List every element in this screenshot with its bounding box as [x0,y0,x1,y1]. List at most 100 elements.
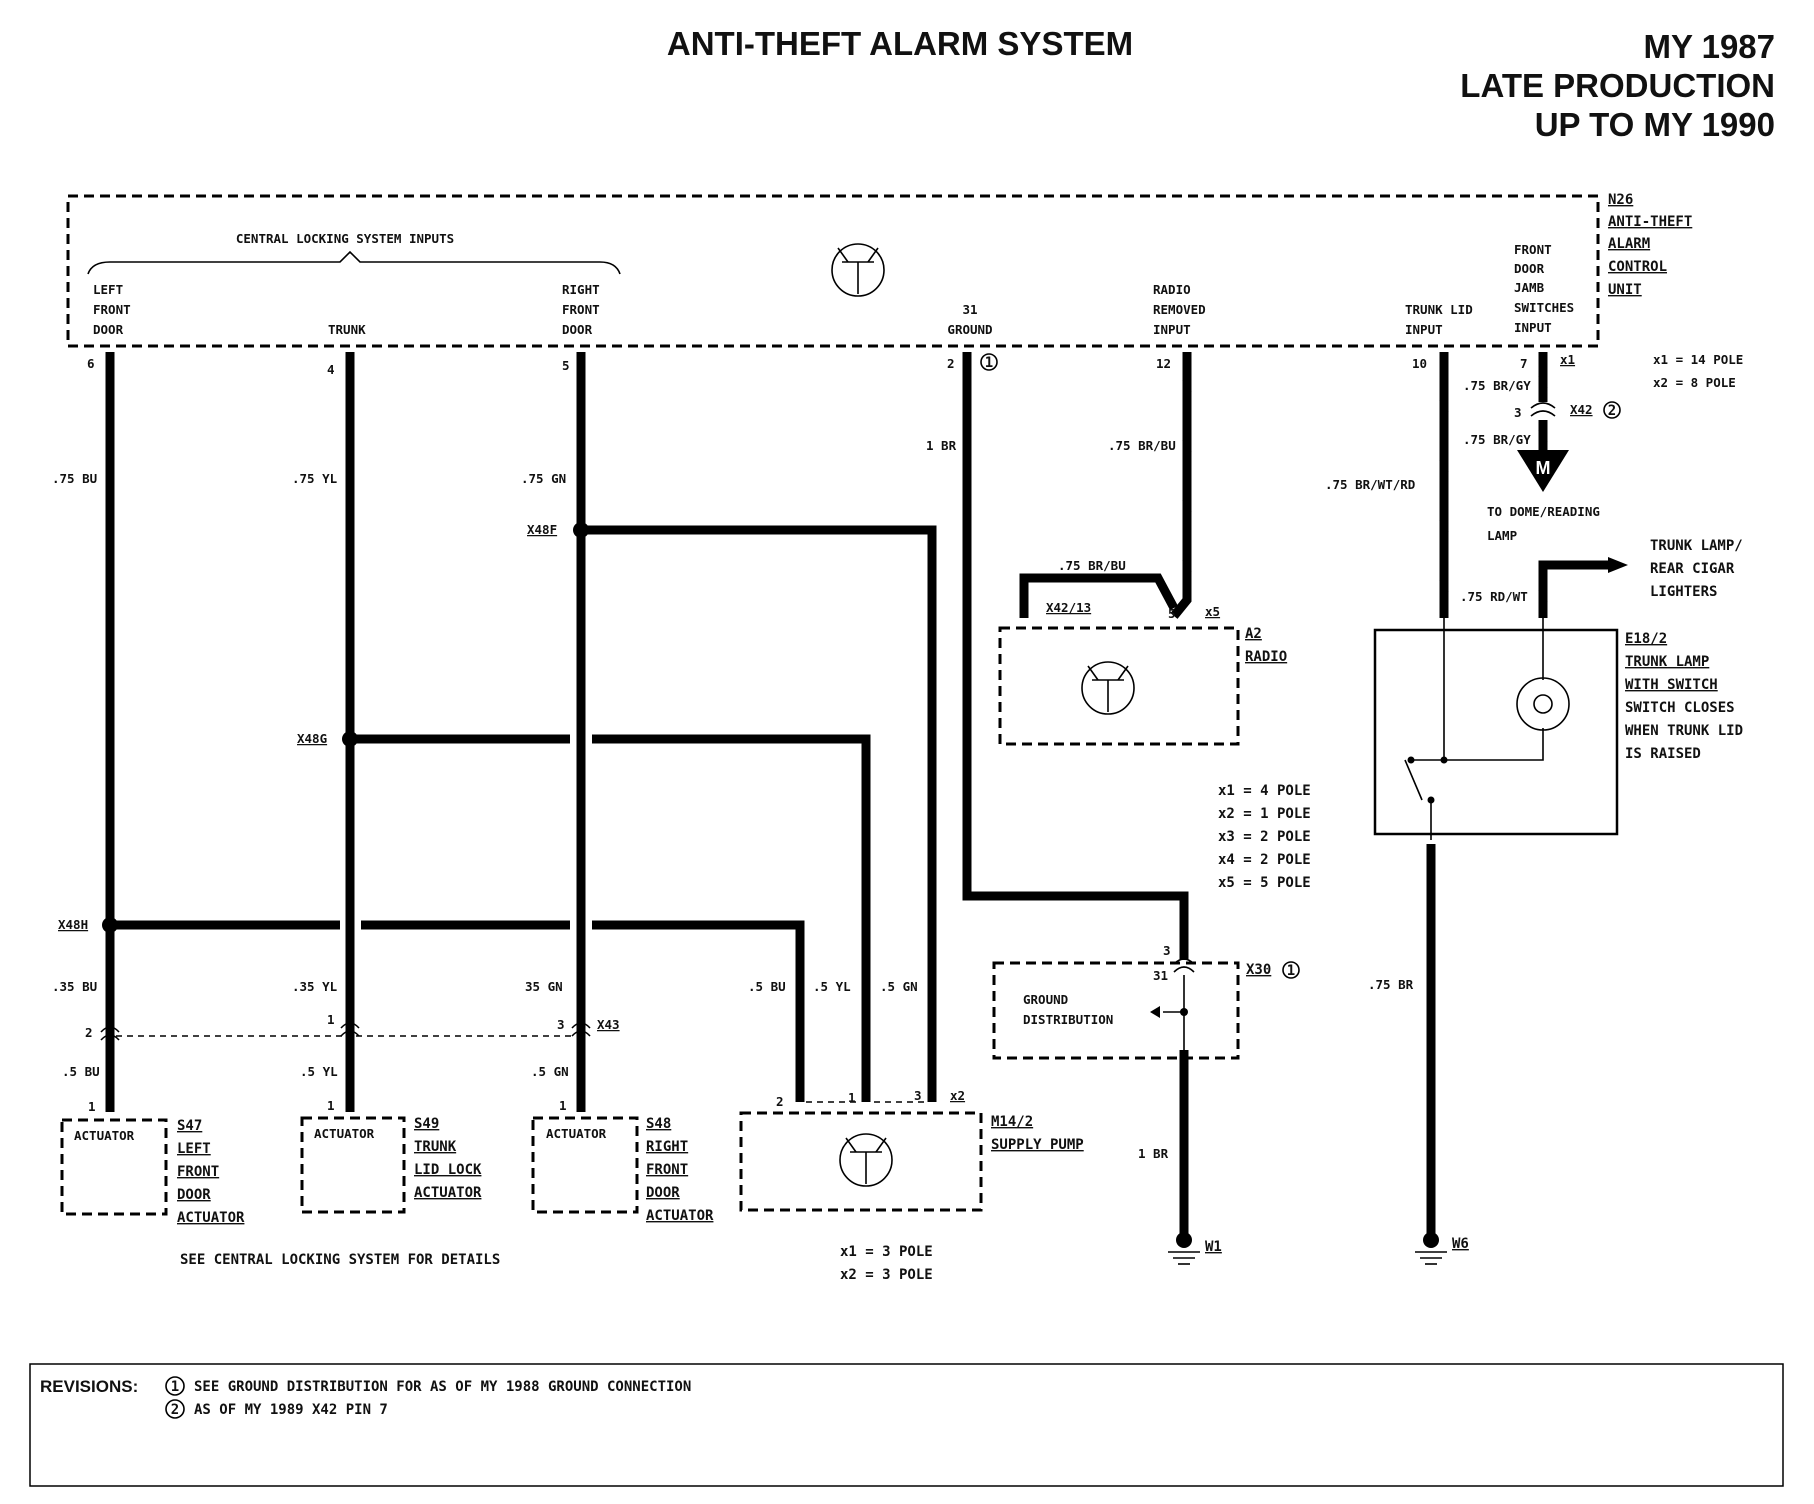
supply-pump-connector: x2 [950,1088,965,1103]
radio-connector: x5 [1205,604,1220,619]
radio-box [998,626,1240,746]
svg-text:FRONT: FRONT [93,302,131,317]
svg-text:ACTUATOR: ACTUATOR [546,1126,607,1141]
svg-text:M: M [1536,458,1551,478]
x42-connector: 3 X42 2 [1514,401,1621,420]
x30-ref: X30 [1246,962,1271,978]
pin-6: 6 [87,356,95,371]
ground-distribution-inner [1150,958,1195,1050]
supply-pump-pin-1: 1 [848,1090,856,1105]
svg-text:DOOR: DOOR [93,322,124,337]
wire-label-pump-gn: .5 GN [880,979,918,994]
actuator-s47: ACTUATOR 1 S47 LEFT FRONT DOOR ACTUATOR [60,1099,245,1226]
input-right-front-door-label: RIGHT FRONT DOOR [562,282,600,337]
svg-text:ACTUATOR: ACTUATOR [177,1210,245,1226]
svg-text:S47: S47 [177,1118,202,1134]
pin-2: 2 [947,356,955,371]
wire-x48g-branch [355,734,871,1102]
wire-label-left-top: .75 BU [52,471,97,486]
svg-text:INPUT: INPUT [1405,322,1443,337]
svg-text:ACTUATOR: ACTUATOR [74,1128,135,1143]
svg-text:INPUT: INPUT [1514,320,1552,335]
trunk-lamp-line-5: IS RAISED [1625,746,1701,762]
trunk-lamp-switch-contact [1427,796,1435,804]
input-trunk-lid-label: TRUNK LID INPUT [1405,302,1473,337]
dome-lamp-label-1: TO DOME/READING [1487,504,1600,519]
svg-text:S48: S48 [646,1116,671,1132]
supply-pump-name: SUPPLY PUMP [991,1137,1084,1153]
inputs-group-brace [87,250,621,275]
wire-label-ground-bottom: 1 BR [1138,1146,1169,1161]
svg-text:TRUNK: TRUNK [414,1139,457,1155]
svg-text:1: 1 [327,1098,335,1113]
svg-text:JAMB: JAMB [1514,280,1545,295]
wire-label-radio-loop: .75 BR/BU [1058,558,1126,573]
wire-label-left-bot: .5 BU [62,1064,100,1079]
svg-text:DOOR: DOOR [646,1185,680,1201]
revision-item-1: 1 SEE GROUND DISTRIBUTION FOR AS OF MY 1… [165,1376,691,1396]
trunk-lamp-filament [1533,694,1553,714]
ground-distribution-label-2: DISTRIBUTION [1023,1012,1113,1027]
diagram-title: ANTI-THEFT ALARM SYSTEM [667,25,1133,62]
ground-distribution-box [992,961,1240,1060]
splice-x48g-label: X48G [297,731,327,746]
inputs-group-label: CENTRAL LOCKING SYSTEM INPUTS [236,231,454,246]
svg-text:S49: S49 [414,1116,439,1132]
splice-x48g [342,731,358,747]
control-unit-name-3: CONTROL [1608,259,1667,275]
x30-pin-31: 31 [1153,968,1168,983]
svg-text:1: 1 [88,1099,96,1114]
svg-text:1: 1 [171,1379,179,1395]
svg-text:LID LOCK: LID LOCK [414,1162,482,1178]
splice-x48f-label: X48F [527,522,557,537]
trunk-lamp-node [1440,756,1448,764]
revisions-label: REVISIONS: [40,1377,138,1396]
wire-label-pump-yl: .5 YL [813,979,851,994]
wire-radio-loop [1019,573,1178,618]
supply-pump-pin-3: 3 [914,1088,922,1103]
svg-text:2: 2 [85,1025,93,1040]
wire-label-left-mid: .35 BU [52,979,97,994]
supply-pump-box [739,1111,983,1212]
ground-w6-label: W6 [1452,1236,1469,1252]
wire-label-trunk-bot: .5 YL [300,1064,338,1079]
svg-text:SWITCHES: SWITCHES [1514,300,1574,315]
ground-w1-label: W1 [1205,1239,1222,1255]
control-unit-box [66,194,1600,348]
actuator-s48: ACTUATOR 1 S48 RIGHT FRONT DOOR ACTUATOR [531,1098,714,1224]
trunk-lamp-box [1373,628,1619,836]
trunk-lamp-bulb [1516,677,1570,731]
svg-text:INPUT: INPUT [1153,322,1191,337]
ground-w1-symbol [1168,1232,1200,1265]
radio-pin-x42-13: X42/13 [1046,600,1091,615]
model-year-line-1: MY 1987 [1644,28,1775,65]
model-year-line-2: LATE PRODUCTION [1460,67,1775,104]
svg-text:RADIO: RADIO [1153,282,1191,297]
svg-text:ACTUATOR: ACTUATOR [414,1185,482,1201]
trunk-lamp-lighters-2: REAR CIGAR [1650,561,1735,577]
trunk-lamp-internals [1404,618,1544,840]
revisions-box [29,1363,1784,1487]
trunk-lamp-ref: E18/2 [1625,631,1667,647]
trunk-lamp-switch-pivot [1407,756,1415,764]
supply-pump-ref: M14/2 [991,1114,1033,1130]
x30-pole-1: x1 = 4 POLE [1218,783,1311,799]
ground-revision-marker: 1 [980,353,998,371]
svg-text:FRONT: FRONT [562,302,600,317]
control-unit-label: N26 ANTI-THEFT ALARM CONTROL UNIT [1608,192,1692,298]
supply-pump-pole-2: x2 = 3 POLE [840,1267,933,1283]
svg-text:RIGHT: RIGHT [646,1139,688,1155]
pin-5: 5 [562,358,570,373]
control-unit-connector: x1 [1560,352,1575,367]
wire-label-w6: .75 BR [1368,977,1414,992]
trunk-lamp-line-4: WHEN TRUNK LID [1625,723,1743,739]
radio-pin-5: 5 [1168,606,1176,621]
x30-pole-4: x4 = 2 POLE [1218,852,1311,868]
svg-text:3: 3 [1514,405,1522,420]
svg-text:REMOVED: REMOVED [1153,302,1206,317]
wire-x48h-branch [115,920,805,1102]
wire-label-right-bot: .5 GN [531,1064,569,1079]
input-door-jamb-label: FRONT DOOR JAMB SWITCHES INPUT [1514,242,1574,335]
svg-text:1: 1 [327,1012,335,1027]
